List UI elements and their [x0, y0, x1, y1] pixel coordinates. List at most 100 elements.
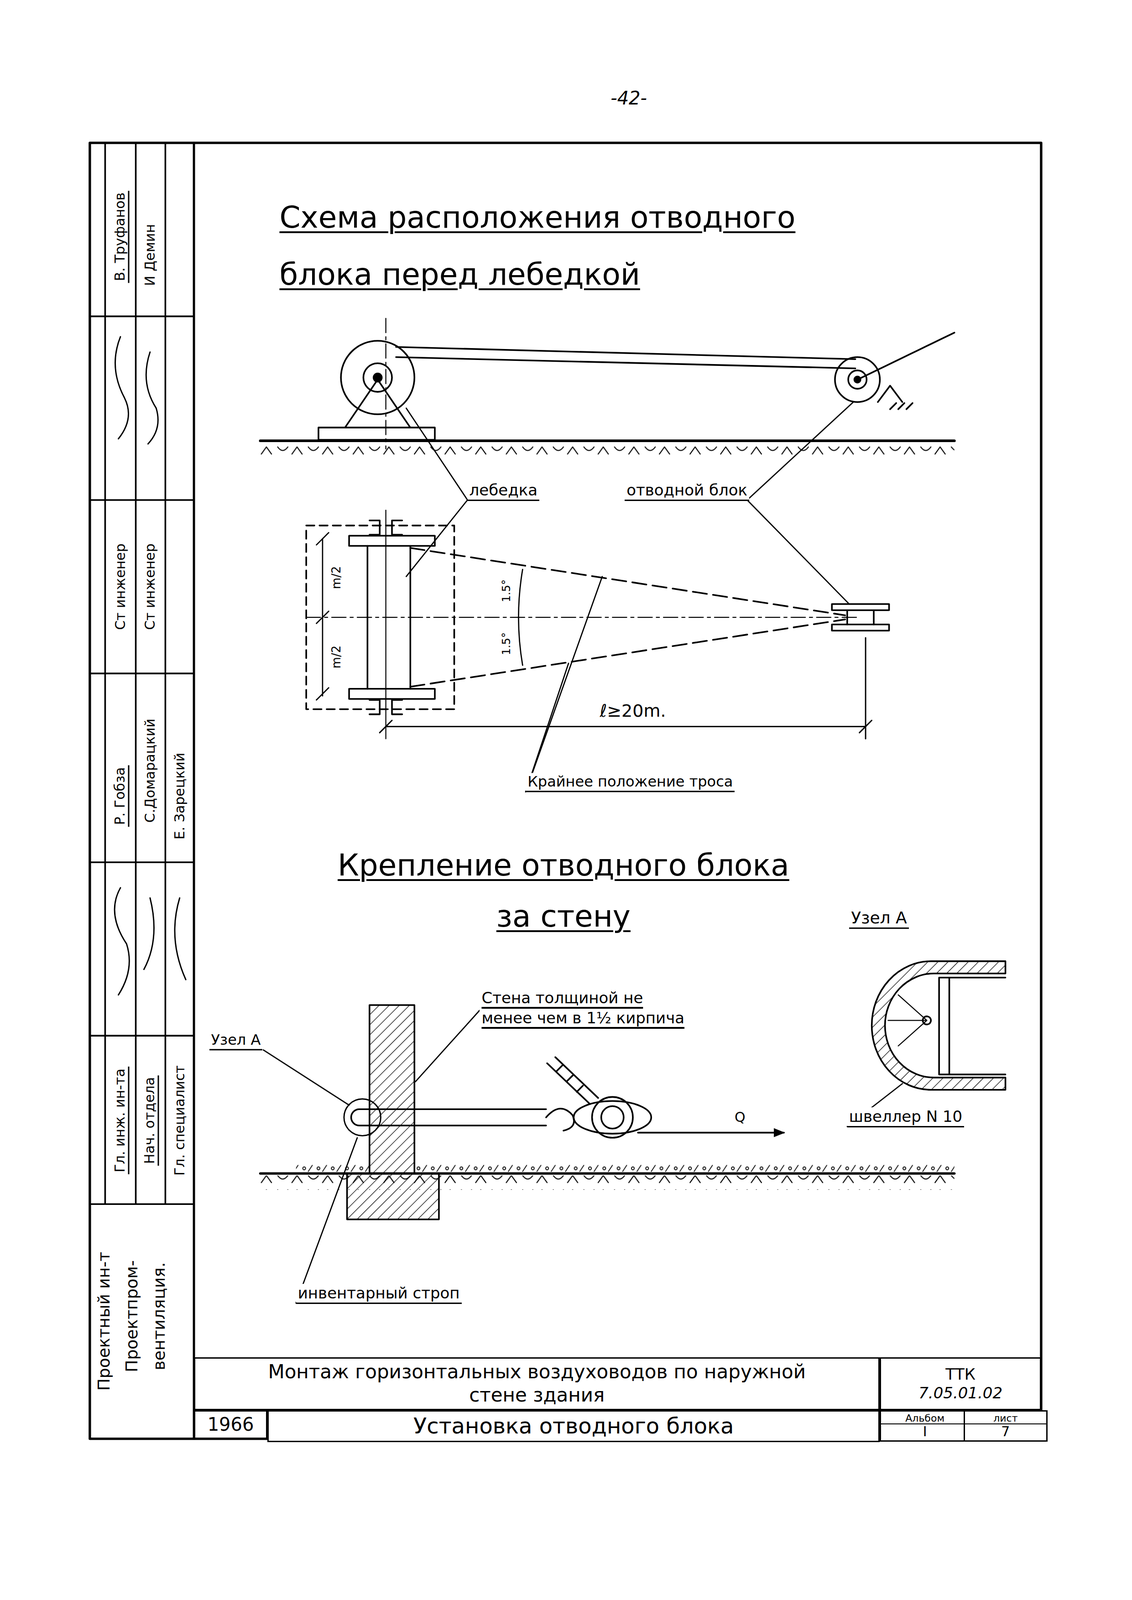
cell-text: 7 — [1001, 1424, 1010, 1440]
wall-anchor-section — [347, 1173, 439, 1220]
detail-label: Узел А — [209, 1031, 263, 1051]
cell-text: Установка отводного блока — [413, 1413, 735, 1440]
wall-anchor-section — [573, 1100, 652, 1134]
node-a-detail — [871, 961, 1006, 1091]
winch-plan — [831, 604, 889, 611]
title-block-cell: АльбомI — [879, 1410, 970, 1442]
dimension-label: m/2 — [329, 643, 345, 671]
winch-plan — [306, 616, 858, 618]
note-label: Стена толщиной не менее чем в 1½ кирпича — [479, 987, 694, 1028]
winch-plan — [349, 688, 435, 700]
winch-plan — [872, 610, 875, 625]
wall-anchor-section — [369, 1005, 415, 1174]
cell-text: I — [923, 1424, 928, 1440]
winch-plan — [306, 525, 454, 710]
winch-elevation — [857, 332, 955, 380]
winch-elevation — [385, 318, 387, 449]
wall-anchor-section — [296, 1163, 370, 1174]
winch-elevation — [318, 427, 435, 440]
wall-anchor-section — [592, 1096, 633, 1138]
leader-lines — [525, 576, 603, 793]
sheet-frame — [89, 142, 1042, 1439]
dimension-label: ℓ≥20m. — [598, 700, 668, 722]
leader-lines — [406, 408, 468, 501]
part-label: швеллер N 10 — [847, 1107, 965, 1128]
signature-marks — [114, 887, 186, 996]
winch-plan — [865, 637, 867, 739]
sheet-frame — [89, 1203, 194, 1206]
signature-marks — [114, 336, 158, 444]
load-label: Q — [732, 1109, 748, 1126]
leader-lines — [296, 1137, 358, 1304]
page-number: -42- — [608, 87, 649, 110]
winch-plan — [379, 720, 872, 733]
wall-anchor-section — [547, 1057, 599, 1105]
leader-lines — [406, 500, 468, 577]
cell-text: ТТК — [945, 1365, 976, 1384]
dimension-label: m/2 — [329, 564, 345, 592]
node-a-detail — [887, 995, 927, 1047]
cell-header: Альбом — [881, 1413, 969, 1425]
title-block-cell: Монтаж горизонтальных воздуховодов по на… — [193, 1357, 880, 1411]
angle-label: 1.5° — [499, 630, 513, 658]
winch-elevation — [260, 318, 955, 458]
signer-role: Нач. отдела — [140, 1075, 159, 1166]
winch-plan — [349, 535, 435, 546]
institute-name: Проектпром- — [121, 1258, 142, 1375]
winch-elevation — [340, 340, 415, 415]
signer-name: И Демин — [141, 222, 159, 288]
signer-role: Гл. специалист — [171, 1063, 188, 1178]
winch-elevation — [396, 346, 856, 369]
signer-name: С.Домарацкий — [141, 716, 159, 825]
leader-lines — [415, 1010, 480, 1082]
part-label: лебедка — [467, 480, 540, 501]
title-block-cell: ТТК7.05.01.02 — [879, 1357, 1041, 1411]
leader-lines — [263, 1049, 350, 1106]
detail-label: Узел А — [849, 907, 909, 929]
sheet-frame — [89, 142, 1042, 1439]
signer-name: Е. Зарецкий — [171, 750, 188, 842]
angle-label: 1.5° — [499, 577, 513, 605]
cell-text: 7.05.01.02 — [918, 1383, 1003, 1403]
part-label: отводной блок — [624, 480, 750, 501]
winch-plan — [385, 510, 387, 739]
title-block-cell: Установка отводного блока — [267, 1410, 880, 1443]
institute-name: Проектный ин-т — [94, 1250, 115, 1393]
cell-text: 1966 — [207, 1413, 255, 1436]
signer-role: Гл. инж. ин-та — [111, 1066, 130, 1175]
sheet-frame — [89, 1034, 194, 1037]
winch-elevation — [363, 363, 392, 392]
winch-elevation — [373, 373, 382, 382]
title-block-cell: 1966 — [193, 1410, 268, 1440]
node-a-detail — [949, 977, 1006, 1075]
sheet-frame — [89, 315, 194, 318]
part-label: инвентарный строп — [296, 1283, 462, 1305]
winch-elevation — [877, 385, 913, 409]
winch-plan — [518, 569, 523, 666]
part-label: Крайнее положение троса — [525, 773, 735, 793]
section-heading: Крепление отводного блока за стену — [321, 839, 806, 943]
wall-anchor-section — [601, 1105, 624, 1129]
wall-anchor-section — [546, 1108, 574, 1131]
winch-plan — [846, 610, 849, 625]
sheet-frame — [89, 861, 194, 864]
leader-lines — [747, 500, 850, 605]
wall-anchor-section — [637, 1132, 784, 1134]
node-a-detail — [938, 977, 950, 1075]
cell-text: Монтаж горизонтальных воздуховодов по на… — [251, 1360, 823, 1407]
sheet-frame — [89, 499, 194, 501]
signer-role: Ст инженер — [112, 541, 129, 632]
winch-plan — [386, 725, 866, 728]
winch-plan — [316, 532, 329, 701]
wall-anchor-section — [413, 1163, 955, 1174]
signer-name: В. Труфанов — [111, 190, 130, 283]
cell-header: лист — [965, 1413, 1047, 1425]
winch-plan — [306, 510, 889, 739]
sheet-frame — [193, 142, 196, 1439]
leader-lines — [747, 401, 854, 501]
sheet-heading: Схема расположения отводного блока перед… — [277, 188, 867, 304]
winch-plan — [831, 624, 889, 631]
node-a-detail — [871, 961, 1006, 1091]
sheet-frame — [89, 672, 194, 675]
